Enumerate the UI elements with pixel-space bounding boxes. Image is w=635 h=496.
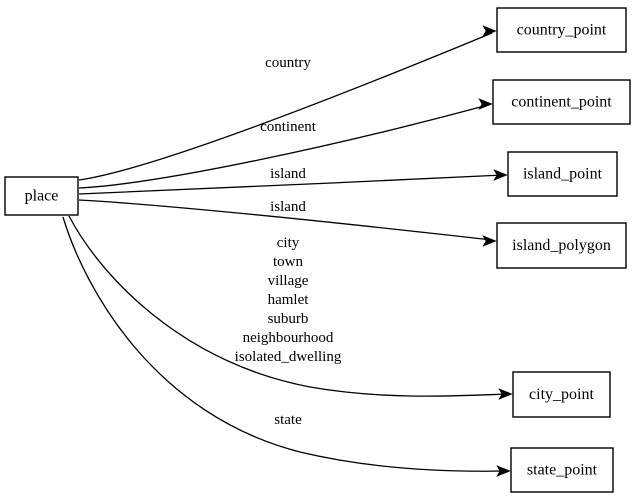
node-box-island_point xyxy=(507,151,618,197)
edge-label-line: village xyxy=(268,273,309,289)
edge-line-place-state_point xyxy=(62,216,507,472)
node-continent_point[interactable]: continent_point xyxy=(492,79,631,125)
node-island_polygon[interactable]: island_polygon xyxy=(496,222,627,269)
edge-label-line: continent xyxy=(260,119,317,135)
edge-arrowhead-country_point xyxy=(482,25,497,37)
node-place[interactable]: place xyxy=(4,176,79,216)
edge-arrowhead-continent_point xyxy=(478,98,493,110)
edge-label-line: island xyxy=(270,166,306,182)
edge-labels-layer: country continent island island city town vill… xyxy=(235,55,342,428)
edge-place-island_point xyxy=(78,169,508,195)
edge-label-line: country xyxy=(265,55,311,71)
edge-label-place-island_point: island xyxy=(270,166,306,182)
node-label-continent_point: continent_point xyxy=(511,94,612,111)
edge-label-line: neighbourhood xyxy=(243,330,334,346)
node-label-place: place xyxy=(25,188,59,205)
node-label-state_point: state_point xyxy=(527,462,598,479)
node-box-island_polygon xyxy=(496,222,627,269)
node-country_point[interactable]: country_point xyxy=(496,7,627,53)
nodes-layer: place country_point continent_point island_… xyxy=(4,7,631,493)
edge-label-line: suburb xyxy=(268,311,309,327)
node-box-place xyxy=(4,176,79,216)
node-label-island_polygon: island_polygon xyxy=(512,237,611,254)
node-box-continent_point xyxy=(492,79,631,125)
node-island_point[interactable]: island_point xyxy=(507,151,618,197)
edge-label-line: island xyxy=(270,199,306,215)
edge-label-line: hamlet xyxy=(268,292,310,308)
edge-place-island_polygon xyxy=(78,199,497,247)
edge-line-place-continent_point xyxy=(78,104,489,189)
node-city_point[interactable]: city_point xyxy=(512,371,611,418)
node-label-island_point: island_point xyxy=(523,166,603,183)
edge-place-continent_point xyxy=(78,98,493,189)
node-label-country_point: country_point xyxy=(517,22,607,39)
edge-place-state_point xyxy=(62,216,511,477)
edges-layer xyxy=(62,25,513,477)
edge-place-city_point xyxy=(68,215,513,400)
edge-label-place-island_polygon: island xyxy=(270,199,306,215)
node-state_point[interactable]: state_point xyxy=(510,447,614,493)
edge-label-place-country_point: country xyxy=(265,55,311,71)
edge-arrowhead-island_point xyxy=(493,169,508,181)
edge-line-place-island_polygon xyxy=(78,199,493,241)
edge-place-country_point xyxy=(78,25,497,181)
node-label-city_point: city_point xyxy=(529,386,594,403)
edge-label-place-city_point: city town village hamlet suburb neighbourhood… xyxy=(235,235,342,365)
edge-label-line: state xyxy=(274,412,302,428)
edge-line-place-country_point xyxy=(78,32,493,181)
edge-arrowhead-island_polygon xyxy=(482,235,497,247)
node-box-country_point xyxy=(496,7,627,53)
edge-label-line: city xyxy=(277,235,300,251)
edge-arrowhead-state_point xyxy=(496,465,511,477)
edge-label-place-state_point: state xyxy=(274,412,302,428)
edge-line-place-island_point xyxy=(78,174,504,195)
edge-label-line: town xyxy=(273,254,304,270)
edge-label-place-continent_point: continent xyxy=(260,119,317,135)
edge-line-place-city_point xyxy=(68,215,509,397)
edge-label-line: isolated_dwelling xyxy=(235,349,342,365)
node-box-city_point xyxy=(512,371,611,418)
edge-arrowhead-city_point xyxy=(498,388,513,400)
node-box-state_point xyxy=(510,447,614,493)
